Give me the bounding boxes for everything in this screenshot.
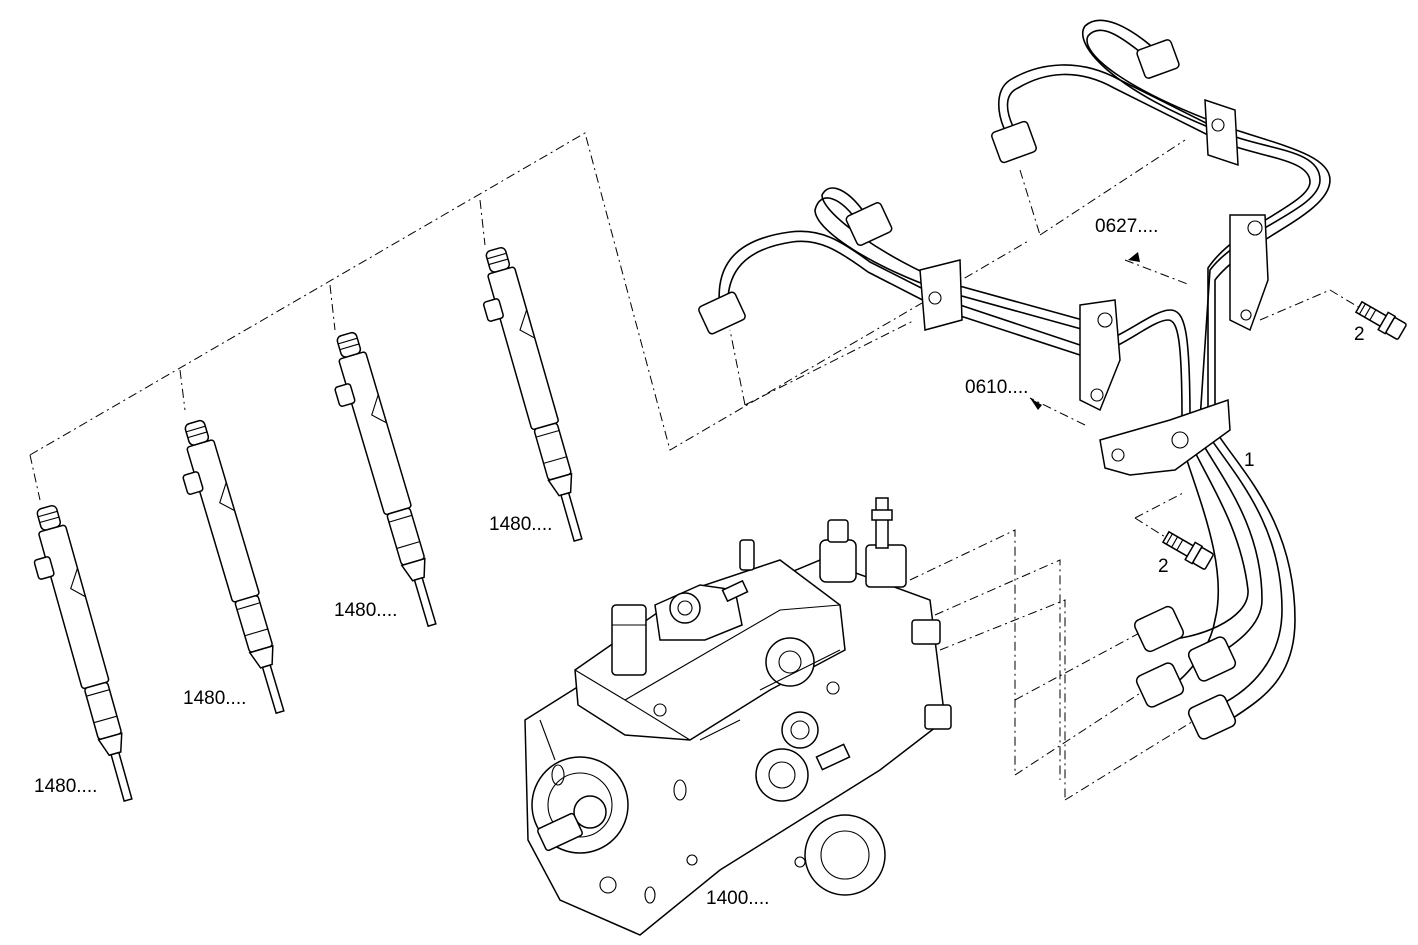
leader-lines [29,132,1361,801]
callout-bolt-lower: 2 [1158,556,1169,577]
injectors-group [33,246,583,803]
callout-injector-2: 1480.... [183,688,247,709]
injection-pump [524,497,952,936]
callout-pump: 1400.... [706,888,770,909]
injector-1 [33,505,133,803]
injector-2 [182,419,285,715]
fuel-pipe-set [698,19,1331,740]
bolt-lower [1161,530,1214,570]
callout-injector-3: 1480.... [334,600,398,621]
callout-pipe-a: 0627.... [1095,216,1159,237]
callout-pipe-b: 0610.... [965,377,1029,398]
callout-injector-1: 1480.... [34,776,98,797]
callout-pipe-set: 1 [1244,450,1255,471]
injector-4 [482,246,583,543]
callout-bolt-upper: 2 [1354,324,1365,345]
injector-3 [334,331,437,628]
bolt-upper [1354,300,1407,340]
callout-injector-4: 1480.... [489,514,553,535]
